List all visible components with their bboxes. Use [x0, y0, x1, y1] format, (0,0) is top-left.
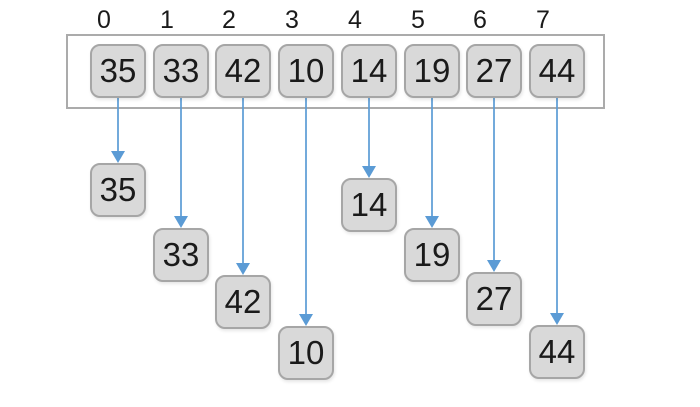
array-cell: 27 [466, 44, 522, 98]
split-element-box: 27 [466, 272, 522, 326]
arrow-line [305, 98, 307, 316]
array-container [66, 34, 605, 109]
array-cell: 33 [153, 44, 209, 98]
split-element-box: 42 [215, 275, 271, 329]
array-cell: 42 [215, 44, 271, 98]
split-element-box: 33 [153, 228, 209, 282]
index-label: 1 [160, 6, 174, 34]
index-label: 3 [285, 6, 299, 34]
array-cell: 14 [341, 44, 397, 98]
index-label: 6 [473, 6, 487, 34]
arrow-head-icon [487, 260, 501, 272]
arrow-head-icon [425, 216, 439, 228]
split-element-box: 19 [404, 228, 460, 282]
index-label: 4 [348, 6, 362, 34]
arrow-line [180, 98, 182, 218]
arrow-head-icon [362, 166, 376, 178]
split-element-box: 35 [90, 163, 146, 217]
index-label: 5 [411, 6, 425, 34]
array-cell: 19 [404, 44, 460, 98]
array-cell: 10 [278, 44, 334, 98]
arrow-head-icon [299, 314, 313, 326]
split-element-box: 44 [529, 325, 585, 379]
array-cell: 35 [90, 44, 146, 98]
arrow-line [117, 98, 119, 153]
arrow-line [493, 98, 495, 262]
arrow-head-icon [550, 313, 564, 325]
arrow-line [556, 98, 558, 315]
arrow-line [431, 98, 433, 218]
index-label: 2 [222, 6, 236, 34]
arrow-line [242, 98, 244, 265]
split-element-box: 10 [278, 326, 334, 380]
array-cell: 44 [529, 44, 585, 98]
arrow-head-icon [174, 216, 188, 228]
arrow-line [368, 98, 370, 168]
arrow-head-icon [111, 151, 125, 163]
arrow-head-icon [236, 263, 250, 275]
index-label: 0 [97, 6, 111, 34]
index-label: 7 [536, 6, 550, 34]
split-element-box: 14 [341, 178, 397, 232]
